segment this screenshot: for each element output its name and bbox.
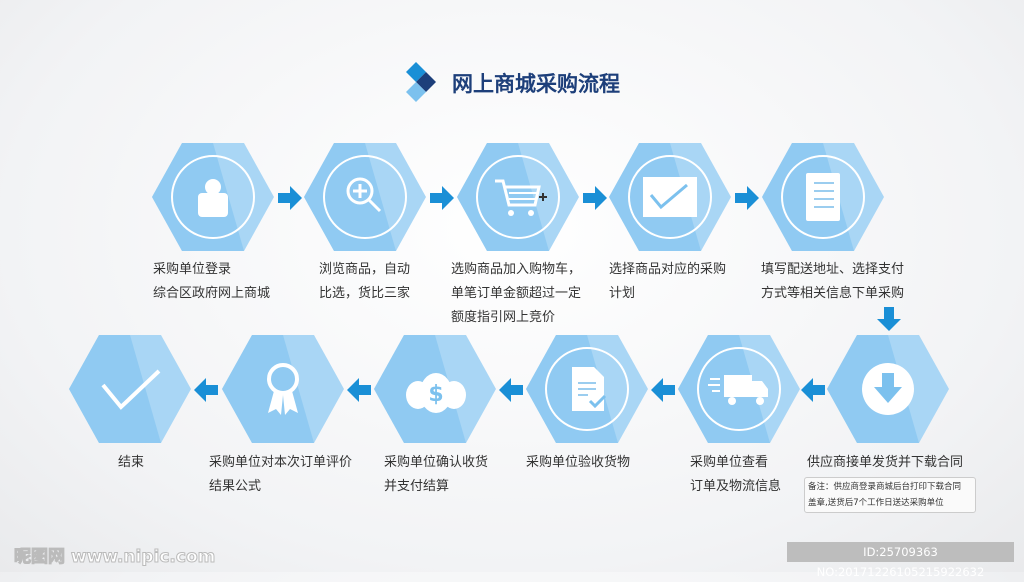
step-label-line: 采购单位验收货物 <box>526 455 631 470</box>
step-label-line: 结果公式 <box>209 479 262 494</box>
step-hexagon <box>762 143 884 251</box>
step-label: 选择商品对应的采购计划 <box>609 258 726 306</box>
image-id-bar: ID:25709363 NO:20171226105215922632 <box>787 542 1014 579</box>
step-label-line: 计划 <box>609 286 636 301</box>
arrow-right-icon <box>735 186 759 210</box>
step-label-line: 方式等相关信息下单采购 <box>761 286 905 301</box>
step-label-line: 填写配送地址、选择支付 <box>761 262 905 277</box>
step-label: 结束 <box>118 451 144 475</box>
step-hexagon <box>69 335 191 443</box>
step-label: 选购商品加入购物车， 单笔订单金额超过一定额度指引网上竞价 <box>451 258 581 330</box>
cart-icon <box>495 179 547 216</box>
step-label: 浏览商品，自动比选，货比三家 <box>319 258 410 306</box>
step-label: 采购单位对本次订单评价结果公式 <box>209 451 352 499</box>
svg-text:$: $ <box>428 382 443 407</box>
arrow-down-icon <box>877 307 901 331</box>
step-hexagon <box>609 143 731 251</box>
page-title: 网上商城采购流程 <box>452 72 620 96</box>
step-label-line: 结束 <box>118 455 145 470</box>
truck-icon <box>708 375 768 405</box>
step-hexagon <box>526 335 648 443</box>
list-icon <box>806 173 840 221</box>
step-hexagon <box>678 335 800 443</box>
arrow-left-icon <box>499 378 523 402</box>
step-label-line: 采购单位确认收货 <box>384 455 489 470</box>
step-label-line: 比选，货比三家 <box>319 286 411 301</box>
step-label: 采购单位确认收货并支付结算 <box>384 451 488 499</box>
money-bags-icon: $ <box>406 373 466 413</box>
award-icon <box>267 363 299 415</box>
step-label-line: 选购商品加入购物车， <box>451 262 582 277</box>
step-label: 采购单位查看订单及物流信息 <box>690 451 781 499</box>
step-label-line: 浏览商品，自动 <box>319 262 411 277</box>
step-label: 供应商接单发货并下载合同 <box>807 451 963 475</box>
arrow-left-icon <box>194 378 218 402</box>
step-label-line: 综合区政府网上商城 <box>153 286 271 301</box>
arrow-right-icon <box>430 186 454 210</box>
step-label-line: 采购单位登录 <box>153 262 232 277</box>
step-label-line: 额度指引网上竞价 <box>451 310 556 325</box>
note-line: 盖章,送货后7个工作日送达采购单位 <box>808 498 944 508</box>
step-hexagon: $ <box>374 335 496 443</box>
check-icon <box>101 369 161 410</box>
arrow-right-icon <box>278 186 302 210</box>
note-box: 备注：供应商登录商城后台打印下载合同 盖章,送货后7个工作日送达采购单位 <box>804 477 976 513</box>
logo-icon <box>406 62 436 102</box>
arrow-left-icon <box>801 378 825 402</box>
step-label: 采购单位验收货物 <box>526 451 630 475</box>
step-hexagon <box>304 143 426 251</box>
step-label-line: 选择商品对应的采购 <box>609 262 727 277</box>
check-screen-icon <box>643 177 697 217</box>
step-label-line: 订单及物流信息 <box>690 479 782 494</box>
document-check-icon <box>572 367 607 411</box>
arrow-left-icon <box>651 378 675 402</box>
arrow-left-icon <box>347 378 371 402</box>
user-icon <box>198 179 228 217</box>
step-hexagon <box>827 335 949 443</box>
zoom-in-icon <box>346 177 382 213</box>
arrow-right-icon <box>583 186 607 210</box>
step-label-line: 采购单位对本次订单评价 <box>209 455 353 470</box>
download-icon <box>862 363 914 415</box>
step-label-line: 供应商接单发货并下载合同 <box>807 455 964 470</box>
watermark: 昵图网 www.nipic.com <box>13 547 216 568</box>
step-label: 采购单位登录综合区政府网上商城 <box>153 258 270 306</box>
note-line: 备注：供应商登录商城后台打印下载合同 <box>808 482 962 492</box>
step-label: 填写配送地址、选择支付方式等相关信息下单采购 <box>761 258 904 306</box>
step-hexagon <box>222 335 344 443</box>
step-label-line: 单笔订单金额超过一定 <box>451 286 582 301</box>
step-hexagon <box>457 143 579 251</box>
step-hexagon <box>152 143 274 251</box>
step-label-line: 采购单位查看 <box>690 455 769 470</box>
step-label-line: 并支付结算 <box>384 479 450 494</box>
